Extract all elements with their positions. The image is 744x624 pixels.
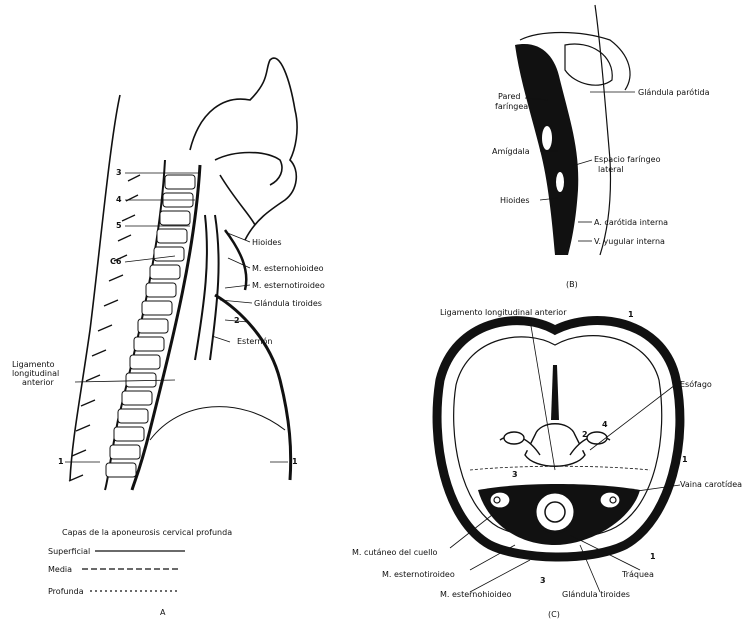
number-c3: 3 — [512, 470, 518, 479]
caption-c: (C) — [548, 610, 560, 619]
number-c3b: 3 — [540, 576, 546, 585]
number-c1-top: 1 — [628, 310, 634, 319]
label-esternohioideo-c: M. esternohioideo — [440, 590, 512, 599]
label-esternotiroideo-c: M. esternotiroideo — [382, 570, 455, 579]
number-c4: 4 — [602, 420, 608, 429]
label-tiroides-c: Glándula tiroides — [562, 590, 630, 599]
label-cutaneo-c: M. cutáneo del cuello — [352, 548, 437, 557]
number-c2: 2 — [582, 430, 588, 439]
label-esofago-c: Esófago — [680, 380, 712, 389]
label-traquea-c: Tráquea — [622, 570, 654, 579]
label-ligamento-c: Ligamento longitudinal anterior — [440, 308, 566, 317]
label-carotida-c: Vaina carotídea — [680, 480, 742, 489]
number-c1-bottom: 1 — [650, 552, 656, 561]
number-c1-right: 1 — [682, 455, 688, 464]
